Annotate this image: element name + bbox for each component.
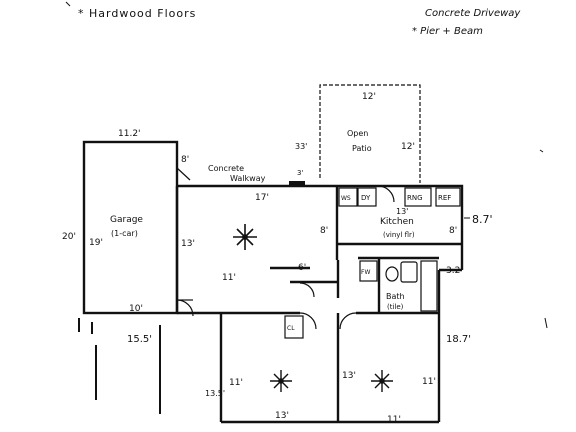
garage-dim-bottom: 10' [129, 304, 143, 314]
garage-dim-inner-left: 19' [89, 238, 103, 248]
walkway-dim-mid: 3' [297, 169, 303, 177]
toilet-icon [385, 266, 399, 282]
furnace [359, 260, 378, 282]
bath-label: Bath [386, 292, 405, 301]
kitchen: WS DY RNG REF Kitchen (vinyl flr) 13' 8'… [320, 185, 493, 239]
interior-walls: 6' [221, 186, 462, 422]
walkway-dim-left: 8' [181, 155, 189, 165]
garage-dim-top: 11.2' [118, 129, 141, 139]
kitchen-label: Kitchen [380, 217, 414, 227]
patio-outline [319, 84, 421, 183]
ceiling-fan-icon [371, 370, 393, 392]
door-swing [299, 312, 317, 330]
living-dim-left: 13' [181, 239, 195, 249]
garage: Garage (1-car) 11.2' 20' 19' 10' 15.5' [62, 129, 179, 414]
open-patio: Open Patio 12' 12' 33' [295, 84, 421, 183]
garage-label: Garage [110, 215, 143, 225]
kitchen-sublabel: (vinyl flr) [383, 231, 415, 239]
living-room: 17' 13' 11' [176, 193, 269, 317]
bedroom-left-dim-outer: 13.5' [205, 389, 225, 398]
dryer-label: DY [361, 194, 371, 202]
bedroom-right-dim-bottom: 11' [387, 415, 401, 425]
bedroom-right-dim-left: 13' [342, 371, 356, 381]
top-left-note: * Hardwood Floors [65, 1, 196, 20]
living-dim-bottom: 11' [222, 273, 236, 283]
patio-dim-right: 12' [401, 142, 415, 152]
wall-north [177, 184, 464, 270]
bedroom-left: CL 11' 13.5' 13' [205, 315, 304, 421]
walkway-edge [176, 167, 191, 181]
washer-label: WS [341, 195, 351, 202]
ceiling-fan-icon [270, 370, 292, 392]
house-walls [175, 184, 464, 424]
margin-tick [544, 317, 548, 329]
kitchen-dim-top: 13' [396, 207, 408, 216]
washer [338, 187, 358, 207]
bath: FW Bath (tile) 3.2' [359, 260, 463, 312]
concrete-driveway-note: Concrete Driveway [425, 8, 521, 19]
pier-beam-note: * Pier + Beam [412, 26, 483, 37]
garage-dim-outer: 15.5' [127, 334, 152, 345]
range [404, 187, 432, 207]
concrete-walkway: 8' Concrete Walkway 3' [176, 155, 305, 185]
living-dim-top: 17' [255, 193, 269, 203]
back-door-swing [377, 185, 395, 203]
bedroom-right: 13' 11' 11' 18.7' [342, 334, 471, 425]
closet-label: CL [287, 325, 295, 332]
refrigerator-label: REF [438, 194, 451, 202]
door-swing [339, 312, 357, 330]
kitchen-dim-outer: 8.7' [472, 213, 493, 226]
door-swing [299, 282, 315, 298]
range-label: RNG [407, 194, 423, 202]
patio-dim-top: 12' [362, 92, 376, 102]
kitchen-dim-right: 8' [449, 226, 457, 236]
garage-walls [82, 140, 179, 315]
hardwood-floors-note: * Hardwood Floors [78, 7, 196, 20]
top-right-notes: Concrete Driveway * Pier + Beam [412, 8, 521, 37]
bedroom-left-dim-left: 11' [229, 378, 243, 388]
hall-dim: 6' [298, 263, 306, 273]
walkway-label-2: Walkway [230, 174, 266, 183]
kitchen-dim-left: 8' [320, 226, 328, 236]
bedroom-right-dim-right: 11' [422, 377, 436, 387]
sink-icon [400, 261, 418, 283]
margin-tick [539, 149, 544, 153]
bathtub-icon [420, 260, 438, 312]
garage-sublabel: (1-car) [111, 229, 138, 238]
walkway-step [289, 181, 305, 185]
refrigerator [435, 187, 461, 207]
walkway-label-1: Concrete [208, 164, 244, 173]
patio-dim-left: 33' [295, 142, 307, 151]
bedroom-left-dim-bottom: 13' [275, 411, 289, 421]
furnace-label: FW [361, 269, 370, 276]
closet [284, 315, 304, 339]
bedroom-right-dim-outer: 18.7' [446, 334, 471, 345]
garage-dim-left: 20' [62, 232, 76, 242]
patio-label-2: Patio [352, 144, 372, 153]
dryer [357, 187, 377, 207]
bath-sublabel: (tile) [387, 303, 404, 311]
patio-label-1: Open [347, 129, 368, 138]
bath-dim-outer: 3.2' [446, 266, 463, 276]
ceiling-fan-icon [233, 224, 257, 250]
